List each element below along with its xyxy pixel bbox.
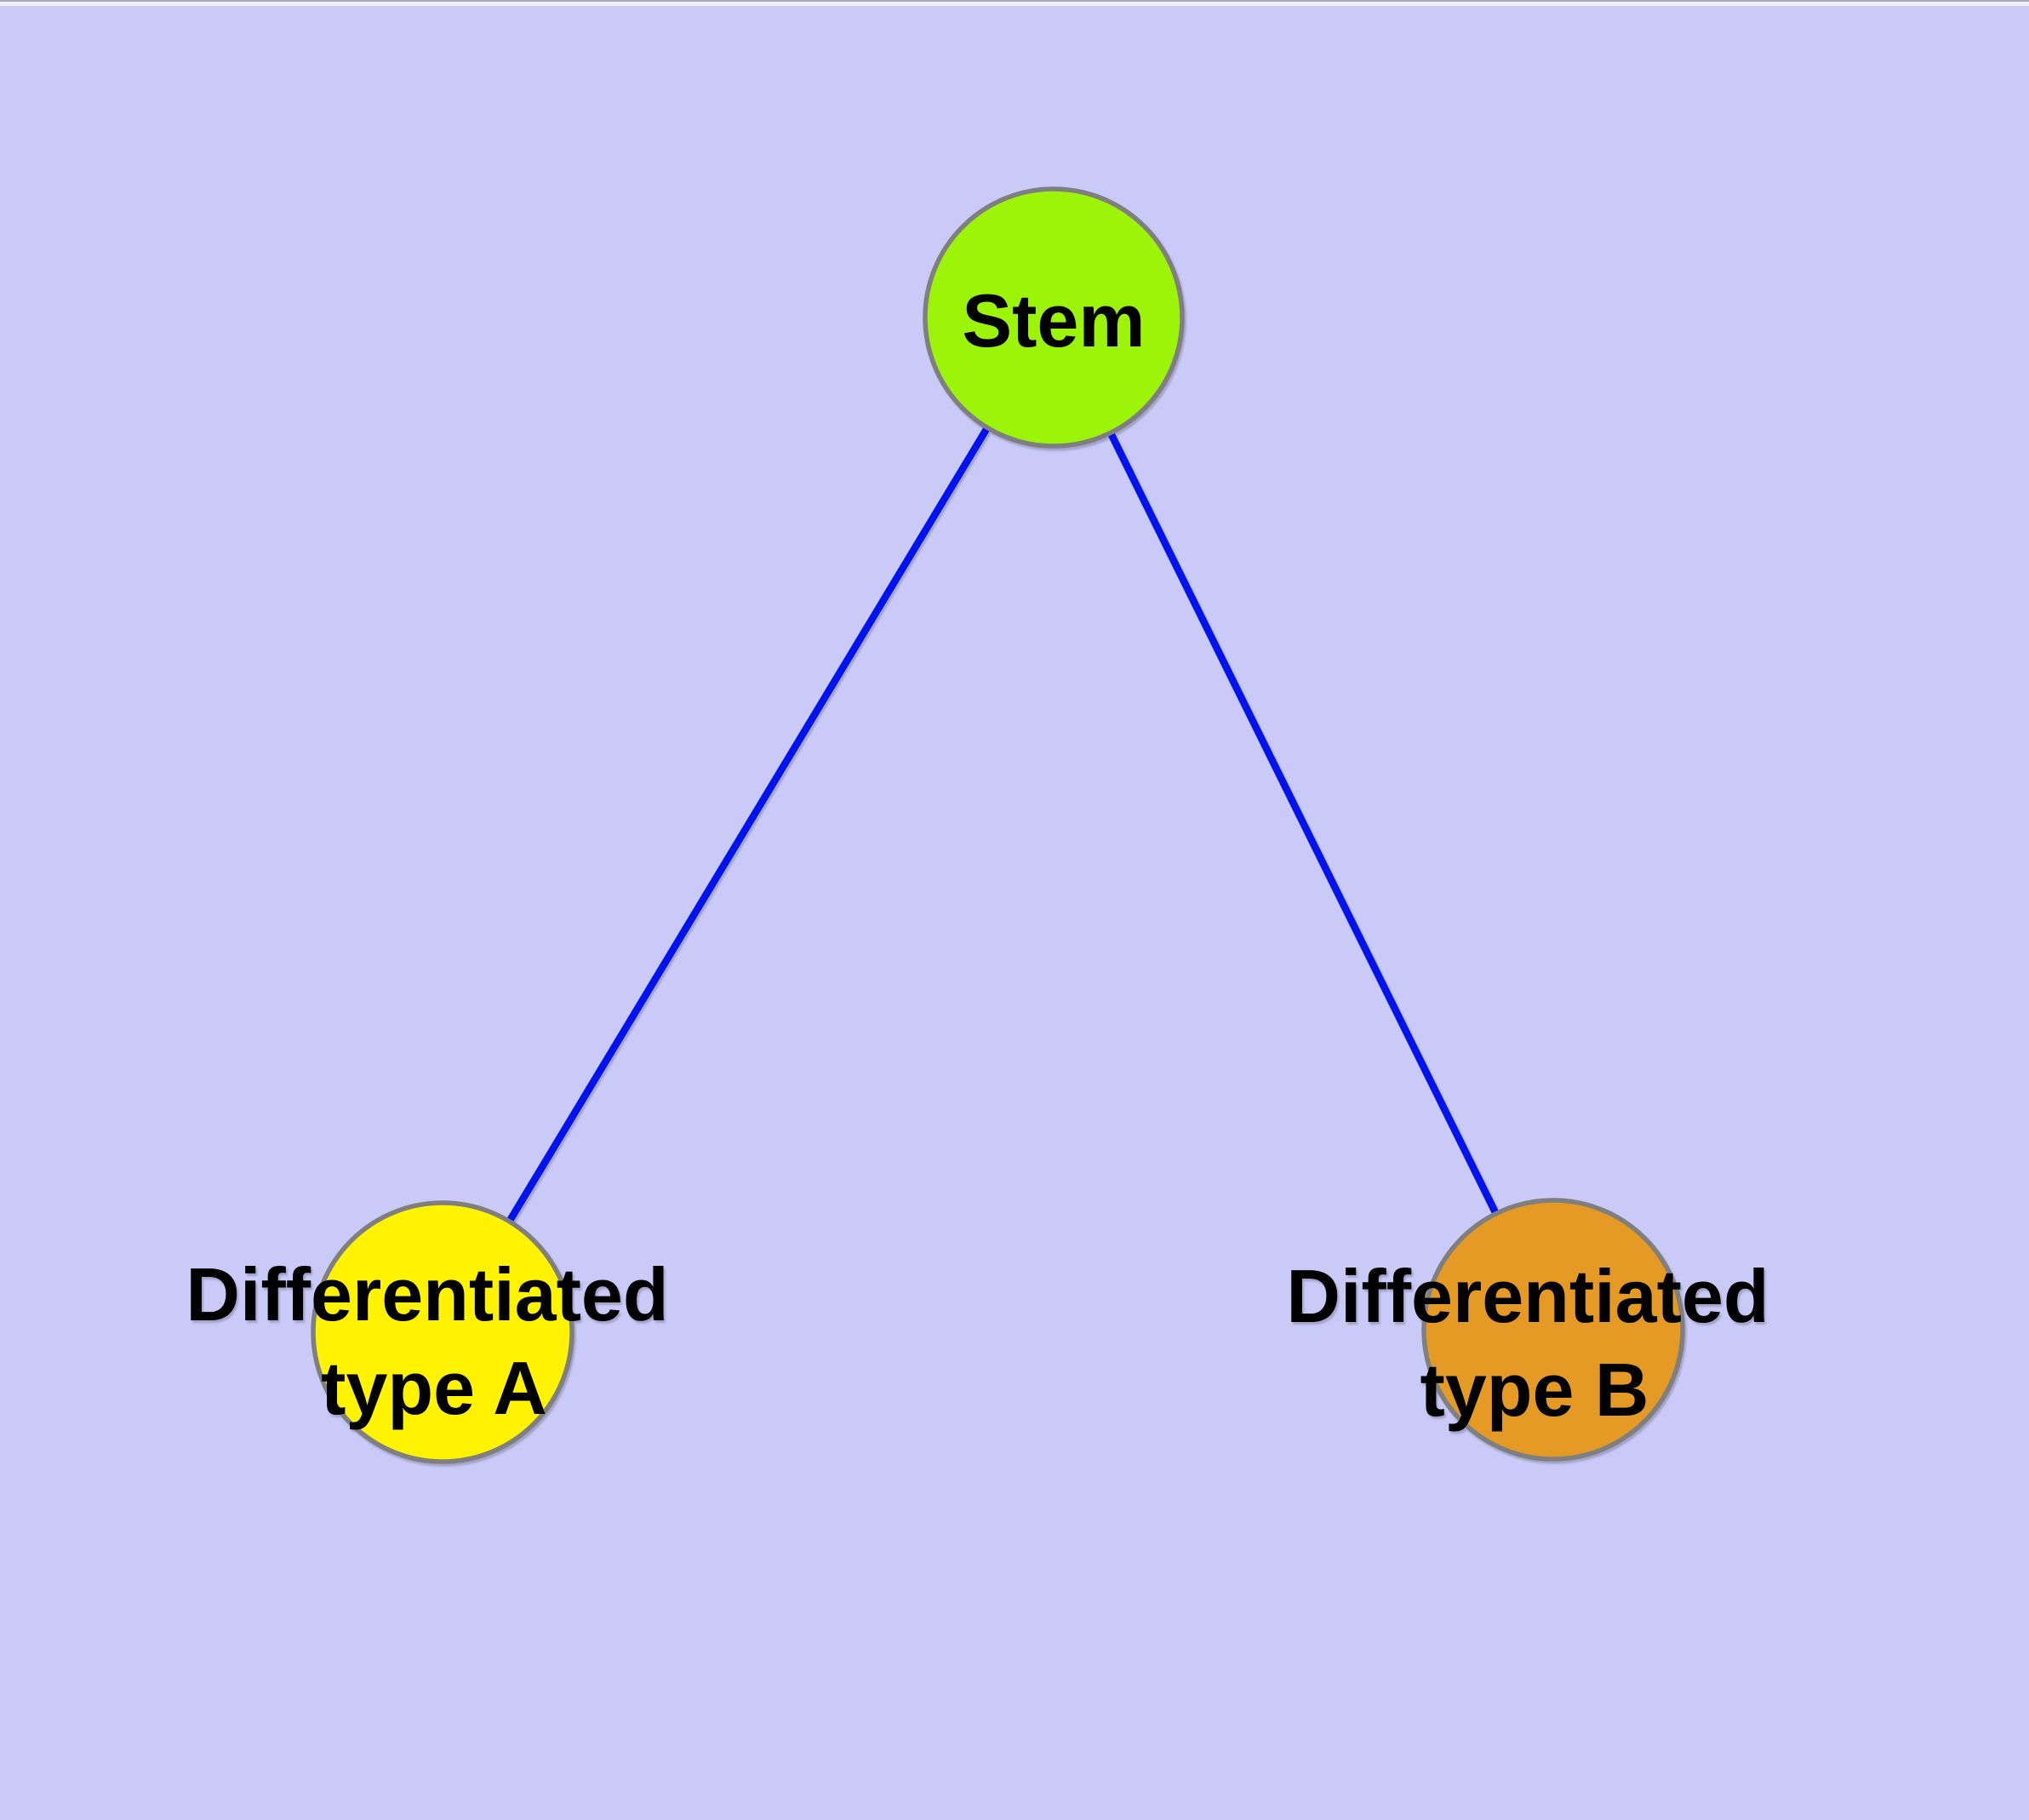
graph-layer: Stem Differentiated type A Differentiate… (186, 186, 1769, 1464)
window-top-edge (0, 0, 2029, 2)
differentiated-type-a-node[interactable] (311, 1200, 574, 1464)
differentiated-type-b-node[interactable] (1421, 1198, 1685, 1462)
stem-node[interactable] (923, 186, 1185, 449)
type-a-label-line2: type A (321, 1346, 547, 1430)
type-b-label-line1: Differentiated (1286, 1254, 1769, 1338)
window-top-strip (0, 2, 2029, 6)
edge-stem-to-type-b (1050, 316, 1557, 1331)
type-a-label-line1: Differentiated (186, 1252, 668, 1336)
stem-node-label: Stem (962, 278, 1145, 363)
edge-stem-to-type-a (439, 315, 1057, 1335)
type-b-label-line2: type B (1420, 1348, 1649, 1432)
